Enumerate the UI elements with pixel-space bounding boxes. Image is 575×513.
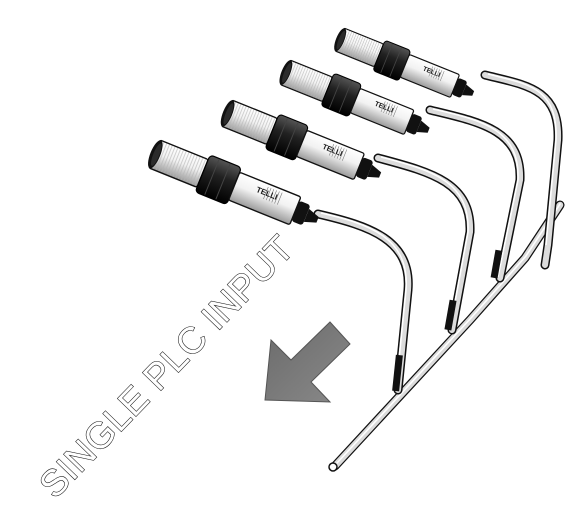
sensor-cable-gland: [356, 157, 373, 180]
branch-cable-3: [425, 105, 525, 283]
sensor-4: TELLI: [334, 27, 475, 98]
sensor-body: [400, 54, 460, 98]
sensor-3: TELLI: [279, 59, 430, 135]
sensor-body: [296, 130, 365, 180]
branch-cable-4: [480, 70, 563, 270]
sensor-cable-gland: [406, 114, 422, 135]
sensor-1: TELLI: [148, 139, 319, 225]
branch-cables: [313, 70, 563, 395]
sensor-cable-gland: [452, 78, 467, 98]
caption-label: SINGLE PLC INPUT: [31, 227, 302, 505]
arrow-down-left-icon: [264, 321, 351, 403]
sensor-body: [350, 88, 415, 135]
branch-cable-1: [313, 209, 413, 395]
collector-cable: [328, 200, 565, 472]
branch-cable-2: [373, 153, 475, 335]
sensor-body: [228, 172, 302, 225]
sensor-cable-gland: [292, 201, 310, 225]
sensor-2: TELLI: [220, 99, 382, 180]
cable-end: [328, 462, 338, 472]
